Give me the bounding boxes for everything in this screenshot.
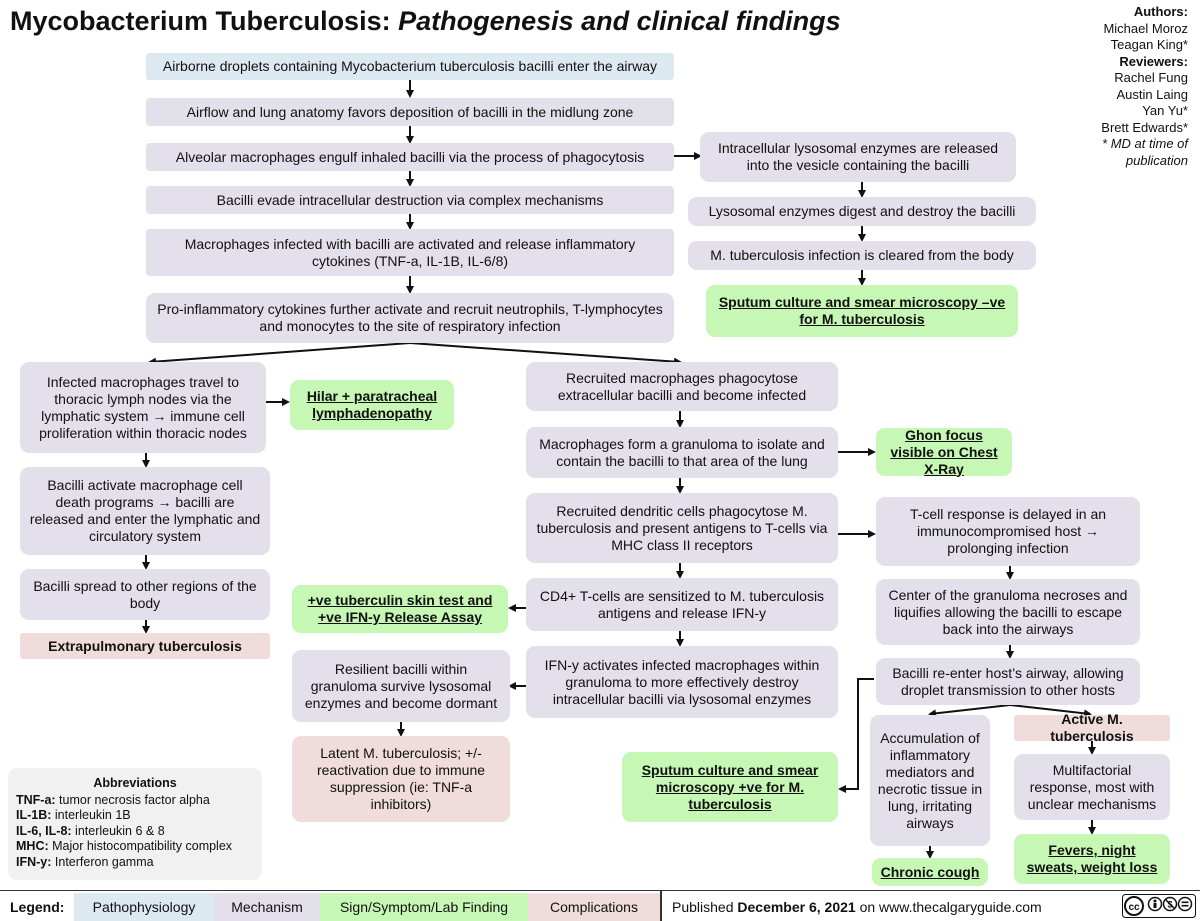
box-lymph-travel: Infected macrophages travel to thoracic … [20, 362, 266, 453]
creative-commons-icon: cc $ [1122, 894, 1196, 918]
box-chronic-cough: Chronic cough [872, 858, 988, 886]
box-latent-tb: Latent M. tuberculosis; +/- reactivation… [292, 736, 510, 822]
published-site[interactable]: on www.thecalgaryguide.com [855, 899, 1042, 915]
box-evade-destruction: Bacilli evade intracellular destruction … [146, 186, 674, 214]
box-infection-cleared: M. tuberculosis infection is cleared fro… [688, 241, 1036, 270]
abbreviation-item: IL-6, IL-8: interleukin 6 & 8 [16, 824, 254, 840]
arrow [928, 704, 1011, 718]
box-tcell-delayed: T-cell response is delayed in an immunoc… [876, 497, 1140, 566]
svg-text:cc: cc [1128, 902, 1140, 913]
reviewer-name: Rachel Fung [1114, 70, 1188, 85]
legend-sign-symptom: Sign/Symptom/Lab Finding [320, 893, 528, 921]
page-title: Mycobacterium Tuberculosis: Pathogenesis… [10, 6, 841, 37]
reviewers-label: Reviewers: [1119, 53, 1188, 69]
box-resilient-bacilli: Resilient bacilli within granuloma survi… [292, 650, 510, 722]
box-multifactorial: Multifactorial response, most with uncle… [1014, 754, 1170, 820]
abbreviation-term: TNF-a: [16, 792, 56, 807]
box-bacilli-spread: Bacilli spread to other regions of the b… [20, 569, 270, 620]
abbreviation-term: MHC: [16, 839, 49, 853]
box-phagocytosis: Alveolar macrophages engulf inhaled baci… [146, 143, 674, 171]
legend-complications: Complications [528, 893, 660, 921]
abbreviation-def: Major histocompatibility complex [48, 839, 233, 853]
title-subtitle: Pathogenesis and clinical findings [398, 6, 841, 36]
box-ghon-focus: Ghon focus visible on Chest X-Ray [876, 427, 1012, 477]
published-info: Published December 6, 2021 on www.thecal… [672, 899, 1042, 915]
flow-arrows [142, 80, 1096, 859]
box-fevers-sweats: Fevers, night sweats, weight loss [1014, 834, 1170, 884]
reviewer-name: Austin Laing [1116, 86, 1188, 102]
abbreviation-item: IFN-y: Interferon gamma [16, 855, 254, 871]
legend-mechanism: Mechanism [214, 893, 320, 921]
authors-block: Authors: Michael Moroz Teagan King* Revi… [1038, 4, 1188, 169]
box-cd4-sensitized: CD4+ T-cells are sensitized to M. tuberc… [526, 578, 838, 631]
box-extrapulmonary-tb: Extrapulmonary tuberculosis [20, 633, 270, 659]
box-inflammatory-accumulation: Accumulation of inflammatory mediators a… [870, 715, 990, 846]
abbreviation-def: tumor necrosis factor alpha [55, 792, 210, 807]
abbreviation-def: Interferon gamma [51, 854, 154, 869]
abbreviations-panel: Abbreviations TNF-a: tumor necrosis fact… [8, 768, 262, 880]
authors-note: * MD at time of publication [1102, 136, 1188, 168]
box-airborne-droplets: Airborne droplets containing Mycobacteri… [146, 53, 674, 80]
box-granuloma-necrosis: Center of the granuloma necroses and liq… [876, 579, 1140, 645]
abbreviation-term: IL-6, IL-8: [16, 823, 72, 838]
box-macrophages-infected: Recruited macrophages phagocytose extrac… [526, 362, 838, 411]
author-name: Teagan King* [1110, 37, 1188, 52]
arrow [838, 678, 874, 793]
arrow [1009, 704, 1092, 718]
box-granuloma-formation: Macrophages form a granuloma to isolate … [526, 427, 838, 478]
abbreviation-item: TNF-a: tumor necrosis factor alpha [16, 793, 254, 809]
legend-footer: Legend: Pathophysiology Mechanism Sign/S… [0, 890, 1200, 921]
box-recruitment: Pro-inflammatory cytokines further activ… [146, 293, 674, 343]
reviewer-name: Yan Yu* [1142, 103, 1188, 118]
abbreviation-term: IL-1B: [16, 808, 52, 822]
box-midlung-deposition: Airflow and lung anatomy favors depositi… [146, 98, 674, 126]
arrow [148, 342, 411, 366]
box-sputum-negative: Sputum culture and smear microscopy –ve … [706, 285, 1018, 337]
abbreviation-term: IFN-y: [16, 854, 52, 869]
box-enzymes-digest: Lysosomal enzymes digest and destroy the… [688, 197, 1036, 226]
box-lymphadenopathy: Hilar + paratracheal lymphadenopathy [290, 380, 454, 430]
arrow [409, 342, 682, 366]
box-sputum-positive: Sputum culture and smear microscopy +ve … [622, 752, 838, 822]
abbreviation-def: interleukin 1B [51, 808, 131, 822]
box-active-tb: Active M. tuberculosis [1014, 711, 1170, 744]
published-date: December 6, 2021 [737, 899, 856, 915]
reviewer-name: Brett Edwards* [1101, 119, 1188, 135]
box-reenter-airway: Bacilli re-enter host’s airway, allowing… [876, 658, 1140, 705]
box-cell-death: Bacilli activate macrophage cell death p… [20, 467, 270, 555]
footer-divider [660, 891, 662, 921]
abbreviation-def: interleukin 6 & 8 [71, 823, 165, 838]
box-lysosomal-release: Intracellular lysosomal enzymes are rele… [700, 132, 1016, 182]
box-cytokine-release: Macrophages infected with bacilli are ac… [146, 229, 674, 276]
abbreviation-item: MHC: Major histocompatibility complex [16, 839, 254, 855]
legend-pathophysiology: Pathophysiology [74, 893, 214, 921]
box-ifn-activation: IFN-y activates infected macrophages wit… [526, 646, 838, 718]
legend-label: Legend: [10, 899, 65, 915]
title-main: Mycobacterium Tuberculosis: [10, 6, 399, 36]
box-tuberculin-test: +ve tuberculin skin test and +ve IFN-y R… [292, 585, 508, 633]
published-prefix: Published [672, 899, 738, 915]
abbreviation-item: IL-1B: interleukin 1B [16, 808, 254, 824]
authors-label: Authors: [1133, 4, 1188, 19]
box-dendritic-cells: Recruited dendritic cells phagocytose M.… [526, 493, 838, 563]
abbreviations-heading: Abbreviations [93, 776, 177, 790]
author-name: Michael Moroz [1103, 20, 1188, 36]
